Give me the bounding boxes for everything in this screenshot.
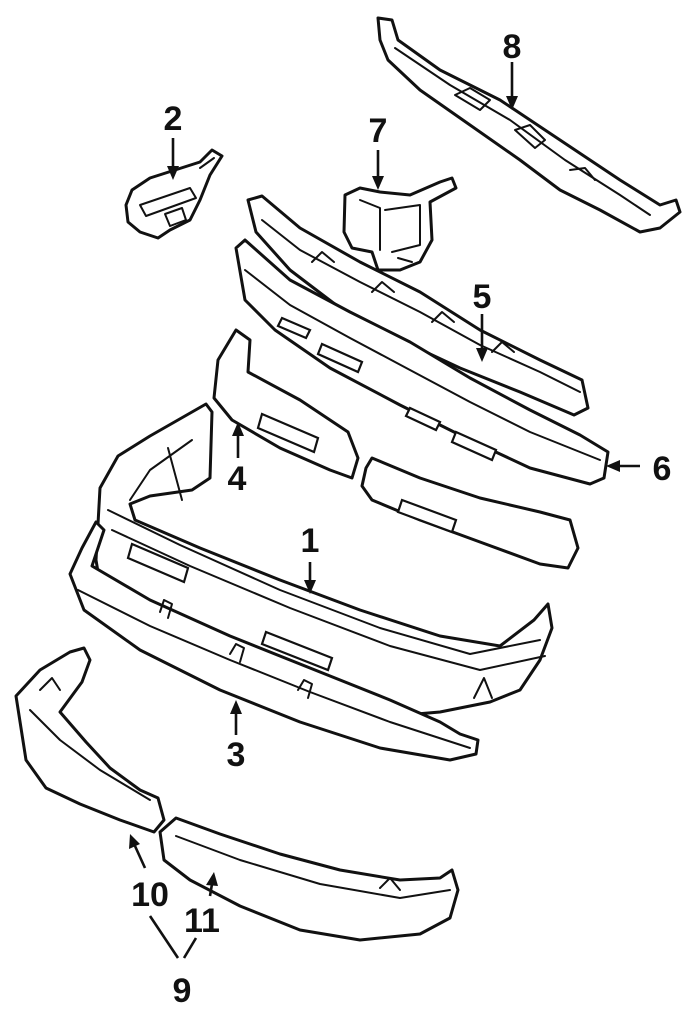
arrow-6: [606, 460, 620, 472]
callout-labels: 1 2 3 4 5 6 7 8 9 10 11: [131, 28, 671, 1010]
leader-lines: [129, 62, 640, 959]
part-4-face-bar[interactable]: [212, 328, 580, 570]
arrow-2: [167, 166, 179, 180]
part-6-impact-bar[interactable]: [234, 238, 610, 486]
arrow-5: [476, 348, 488, 362]
callout-5: 5: [473, 278, 492, 316]
callout-3: 3: [227, 736, 246, 774]
arrow-7: [372, 176, 384, 190]
callout-2: 2: [164, 100, 183, 138]
leader-11: [208, 883, 214, 897]
part-8-upper-reinforcement[interactable]: [376, 16, 682, 234]
part-10-valance-left[interactable]: [14, 646, 166, 834]
callout-1: 1: [301, 522, 320, 560]
callout-6: 6: [653, 450, 672, 488]
arrow-4: [232, 422, 244, 436]
leader-9-right: [182, 937, 198, 959]
arrow-8: [506, 96, 518, 110]
part-2-side-bracket[interactable]: [124, 148, 224, 240]
leader-10: [133, 845, 147, 869]
callout-7: 7: [369, 112, 388, 150]
arrow-3: [230, 700, 242, 714]
callout-10: 10: [131, 876, 169, 914]
part-11-valance-right[interactable]: [158, 816, 460, 942]
leader-9-left: [148, 915, 180, 959]
arrow-11: [206, 872, 218, 886]
callout-11: 11: [184, 902, 220, 940]
part-3-lower-molding[interactable]: [68, 520, 480, 762]
part-5-energy-absorber[interactable]: [246, 194, 590, 417]
callout-4: 4: [228, 460, 247, 498]
arrow-1: [304, 580, 316, 594]
callout-8: 8: [503, 28, 522, 66]
arrow-10: [129, 834, 140, 849]
callout-9: 9: [173, 972, 192, 1010]
part-7-center-bracket[interactable]: [342, 176, 458, 272]
